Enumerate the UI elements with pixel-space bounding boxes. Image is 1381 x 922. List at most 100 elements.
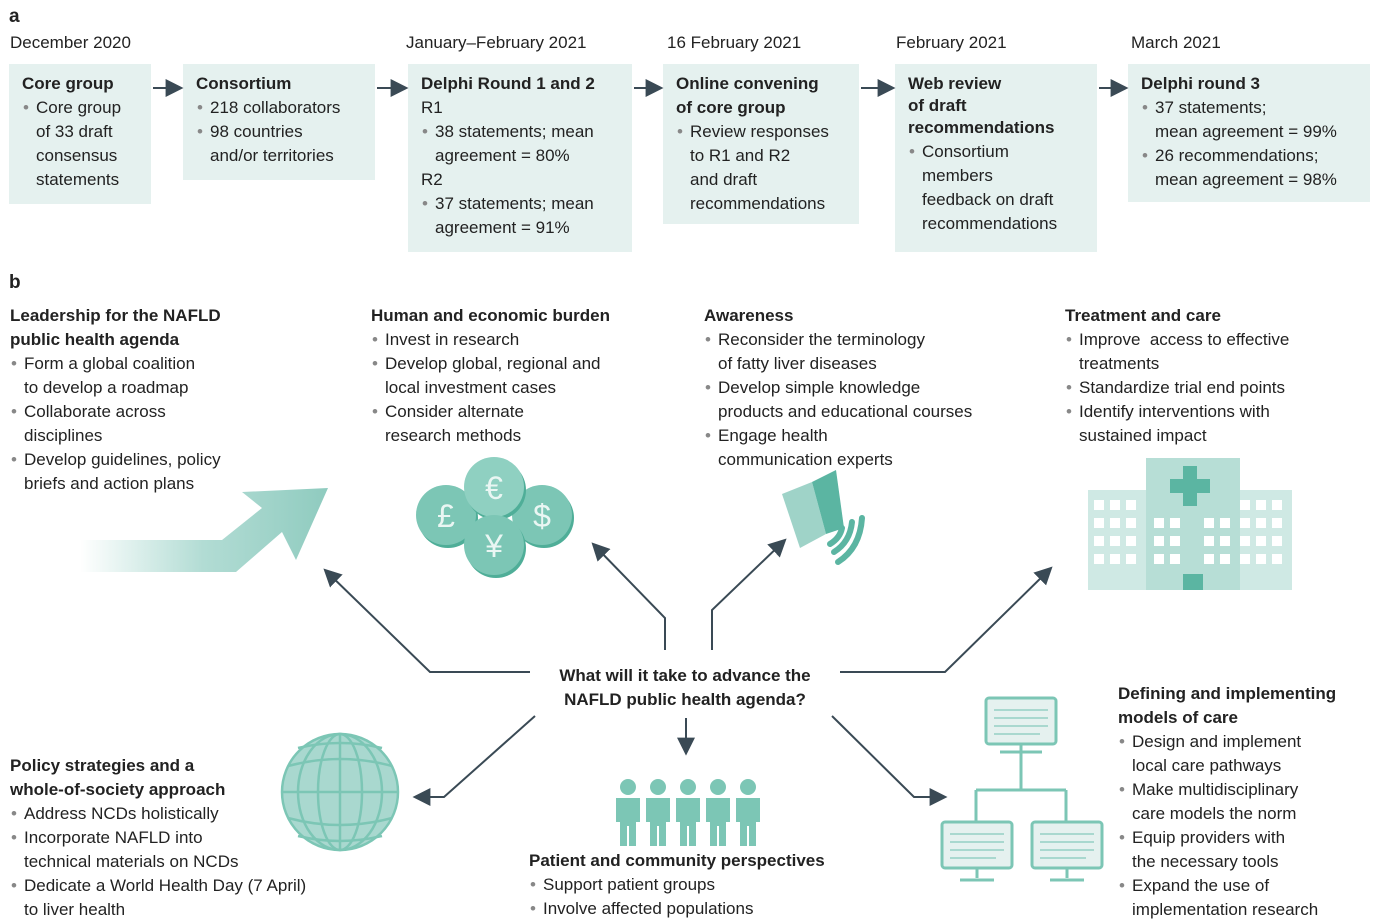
stage-core-group: Core group Core group of 33 draft consen… <box>9 64 151 204</box>
section-line: local care pathways <box>1132 756 1282 775</box>
section-title: Human and economic burden <box>371 306 610 325</box>
section-line: Dedicate a World Health Day (7 April) <box>10 874 306 898</box>
round-label: R2 <box>421 170 443 189</box>
section-line: Develop global, regional and <box>371 352 610 376</box>
stage-line: Core group <box>22 96 138 120</box>
section-line: Equip providers with <box>1118 826 1336 850</box>
stage-title: Online convening <box>676 74 819 93</box>
section-line: research methods <box>385 426 522 445</box>
section-line: briefs and action plans <box>24 474 195 493</box>
section-line: products and educational courses <box>718 402 973 421</box>
stage-line: 26 recommendations; <box>1141 144 1357 168</box>
section-line: Expand the use of <box>1118 874 1336 898</box>
globe-icon <box>280 732 400 852</box>
stage-line: to R1 and R2 <box>690 146 791 165</box>
section-line: Address NCDs holistically <box>10 802 306 826</box>
section-line: Make multidisciplinary <box>1118 778 1336 802</box>
hub-arrows <box>323 538 1053 806</box>
section-line: Design and implement <box>1118 730 1336 754</box>
section-line: the necessary tools <box>1132 852 1279 871</box>
section-title: Defining and implementing <box>1118 684 1337 703</box>
coin-dollar-icon: $ <box>512 485 574 548</box>
section-leadership: Leadership for the NAFLD public health a… <box>10 304 221 496</box>
stage-title: of draft <box>908 96 967 115</box>
stage-line: 98 countries <box>196 120 362 144</box>
stage-delphi-1-2: Delphi Round 1 and 2 R1 38 statements; m… <box>408 64 632 252</box>
round-label: R1 <box>421 98 443 117</box>
stage-line: Consortium <box>908 140 1084 164</box>
rising-arrow-icon <box>80 488 328 572</box>
stage-delphi-3: Delphi round 3 37 statements; mean agree… <box>1128 64 1370 202</box>
stage-line: 38 statements; mean <box>421 120 619 144</box>
hub-arrow-leadership <box>323 568 530 673</box>
section-title: whole-of-society approach <box>10 780 226 799</box>
person-icon <box>736 779 760 846</box>
section-line: Identify interventions with <box>1065 400 1289 424</box>
stage-6-date: March 2021 <box>1131 33 1221 52</box>
person-icon <box>676 779 700 846</box>
section-line: Reconsider the terminology <box>704 328 972 352</box>
stage-line: of 33 draft <box>36 122 113 141</box>
section-title: Awareness <box>704 306 794 325</box>
section-line: Improve access to effective <box>1065 328 1289 352</box>
section-line: implementation research <box>1132 900 1319 919</box>
hub-arrow-treatment <box>840 566 1053 673</box>
section-models: Defining and implementing models of care… <box>1118 682 1336 922</box>
section-line: local investment cases <box>385 378 557 397</box>
section-treatment: Treatment and care Improve access to eff… <box>1065 304 1289 448</box>
coin-euro-icon: € <box>464 457 526 520</box>
central-question-line: NAFLD public health agenda? <box>564 690 806 709</box>
screen-lines <box>950 709 1094 859</box>
section-line: Incorporate NAFLD into <box>10 826 306 850</box>
stage-line: statements <box>36 170 120 189</box>
person-icon <box>646 779 670 846</box>
section-line: Involve affected populations <box>529 897 825 921</box>
stage-1-date: December 2020 <box>10 33 131 52</box>
section-line: communication experts <box>718 450 893 469</box>
section-policy: Policy strategies and a whole-of-society… <box>10 754 306 922</box>
hub-arrow-awareness <box>711 538 787 650</box>
coin-symbol: £ <box>437 498 455 534</box>
section-title: Patient and community perspectives <box>529 851 825 870</box>
section-line: Develop simple knowledge <box>704 376 972 400</box>
stage-3-date: January–February 2021 <box>406 33 587 52</box>
section-line: to liver health <box>24 900 126 919</box>
stage-line: recommendations <box>690 194 826 213</box>
section-line: to develop a roadmap <box>24 378 189 397</box>
central-question-line: What will it take to advance the <box>559 666 811 685</box>
section-line: of fatty liver diseases <box>718 354 877 373</box>
coin-yen-icon: ¥ <box>464 515 526 578</box>
section-line: Invest in research <box>371 328 610 352</box>
stage-line: Review responses <box>676 120 846 144</box>
stage-online-convening: Online convening of core group Review re… <box>663 64 859 224</box>
stage-line: consensus <box>36 146 118 165</box>
section-title: Policy strategies and a <box>10 756 195 775</box>
section-line: Standardize trial end points <box>1065 376 1289 400</box>
stage-line: agreement = 80% <box>435 146 570 165</box>
stage-title: Web review <box>908 74 1002 93</box>
stage-line: and draft <box>690 170 758 189</box>
section-burden: Human and economic burden Invest in rese… <box>371 304 610 448</box>
section-awareness: Awareness Reconsider the terminology of … <box>704 304 972 472</box>
stage-title: of core group <box>676 98 786 117</box>
stage-web-review: Web review of draft recommendations Cons… <box>895 64 1097 252</box>
section-line: Develop guidelines, policy <box>10 448 221 472</box>
stage-4-date: 16 February 2021 <box>667 33 802 52</box>
hospital-icon <box>1088 458 1292 590</box>
stage-line: 37 statements; mean <box>421 192 619 216</box>
section-line: technical materials on NCDs <box>24 852 239 871</box>
section-line: Collaborate across <box>10 400 221 424</box>
section-line: care models the norm <box>1132 804 1297 823</box>
stage-consortium: Consortium 218 collaborators 98 countrie… <box>183 64 375 180</box>
stage-line: 218 collaborators <box>196 96 362 120</box>
stage-line: mean agreement = 98% <box>1155 170 1337 189</box>
stage-line: agreement = 91% <box>435 218 570 237</box>
speaker-icon <box>782 470 865 565</box>
coin-symbol: $ <box>533 498 551 534</box>
panel-b-letter: b <box>9 272 21 293</box>
hub-arrow-burden <box>591 542 666 650</box>
section-line: disciplines <box>24 426 103 445</box>
section-title: public health agenda <box>10 330 180 349</box>
stage-line: and/or territories <box>210 146 334 165</box>
